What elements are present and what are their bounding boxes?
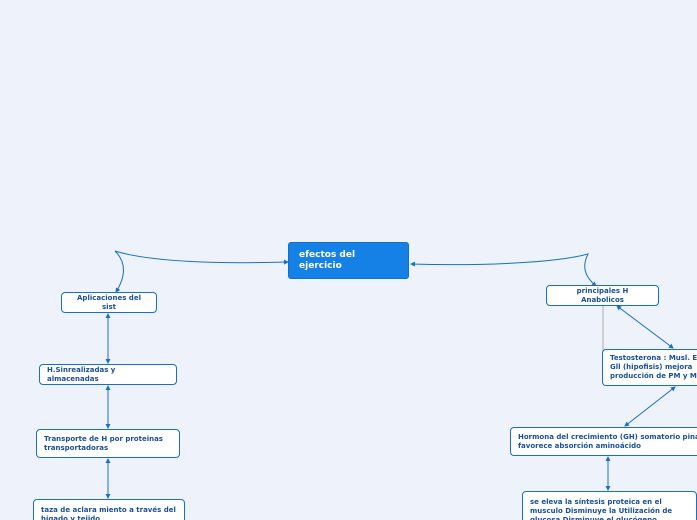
central-topic[interactable]: efectos del ejercicio <box>288 242 409 279</box>
node-label: se eleva la síntesis proteica en el musc… <box>530 498 673 520</box>
node-label: principales H Anabolicos <box>576 286 629 304</box>
connector-center-to-right <box>410 253 597 287</box>
connector-center-to-left <box>114 250 289 293</box>
left-node-h-sinrealizadas[interactable]: H.Sinrealizadas y almacenadas <box>39 364 177 385</box>
central-topic-label: efectos del ejercicio <box>299 249 356 271</box>
node-label: H.Sinrealizadas y almacenadas <box>47 365 116 383</box>
node-label: Aplicaciones del sist <box>77 293 141 311</box>
node-label: Hormona del crecimiento (GH) somatorio p… <box>518 432 697 450</box>
right-node-principales[interactable]: principales H Anabolicos <box>546 285 659 306</box>
connector-right-2-3 <box>624 386 676 427</box>
node-label: taza de aclara miento a través del higad… <box>41 506 176 520</box>
left-node-transporte[interactable]: Transporte de H por proteinas transporta… <box>36 429 180 458</box>
node-label: Testosterona : Musl. E Gll (hipofisis) m… <box>610 354 697 380</box>
right-node-testosterona[interactable]: Testosterona : Musl. E Gll (hipofisis) m… <box>602 349 697 386</box>
node-label: Transporte de H por proteinas transporta… <box>44 434 163 452</box>
left-node-aplicaciones[interactable]: Aplicaciones del sist <box>61 292 157 313</box>
right-node-sintesis-proteica[interactable]: se eleva la síntesis proteica en el musc… <box>522 491 697 520</box>
right-node-hormona-crecimiento[interactable]: Hormona del crecimiento (GH) somatorio p… <box>510 427 697 456</box>
connector-right-1-2 <box>616 305 674 349</box>
left-node-taza[interactable]: taza de aclara miento a través del higad… <box>33 499 185 520</box>
